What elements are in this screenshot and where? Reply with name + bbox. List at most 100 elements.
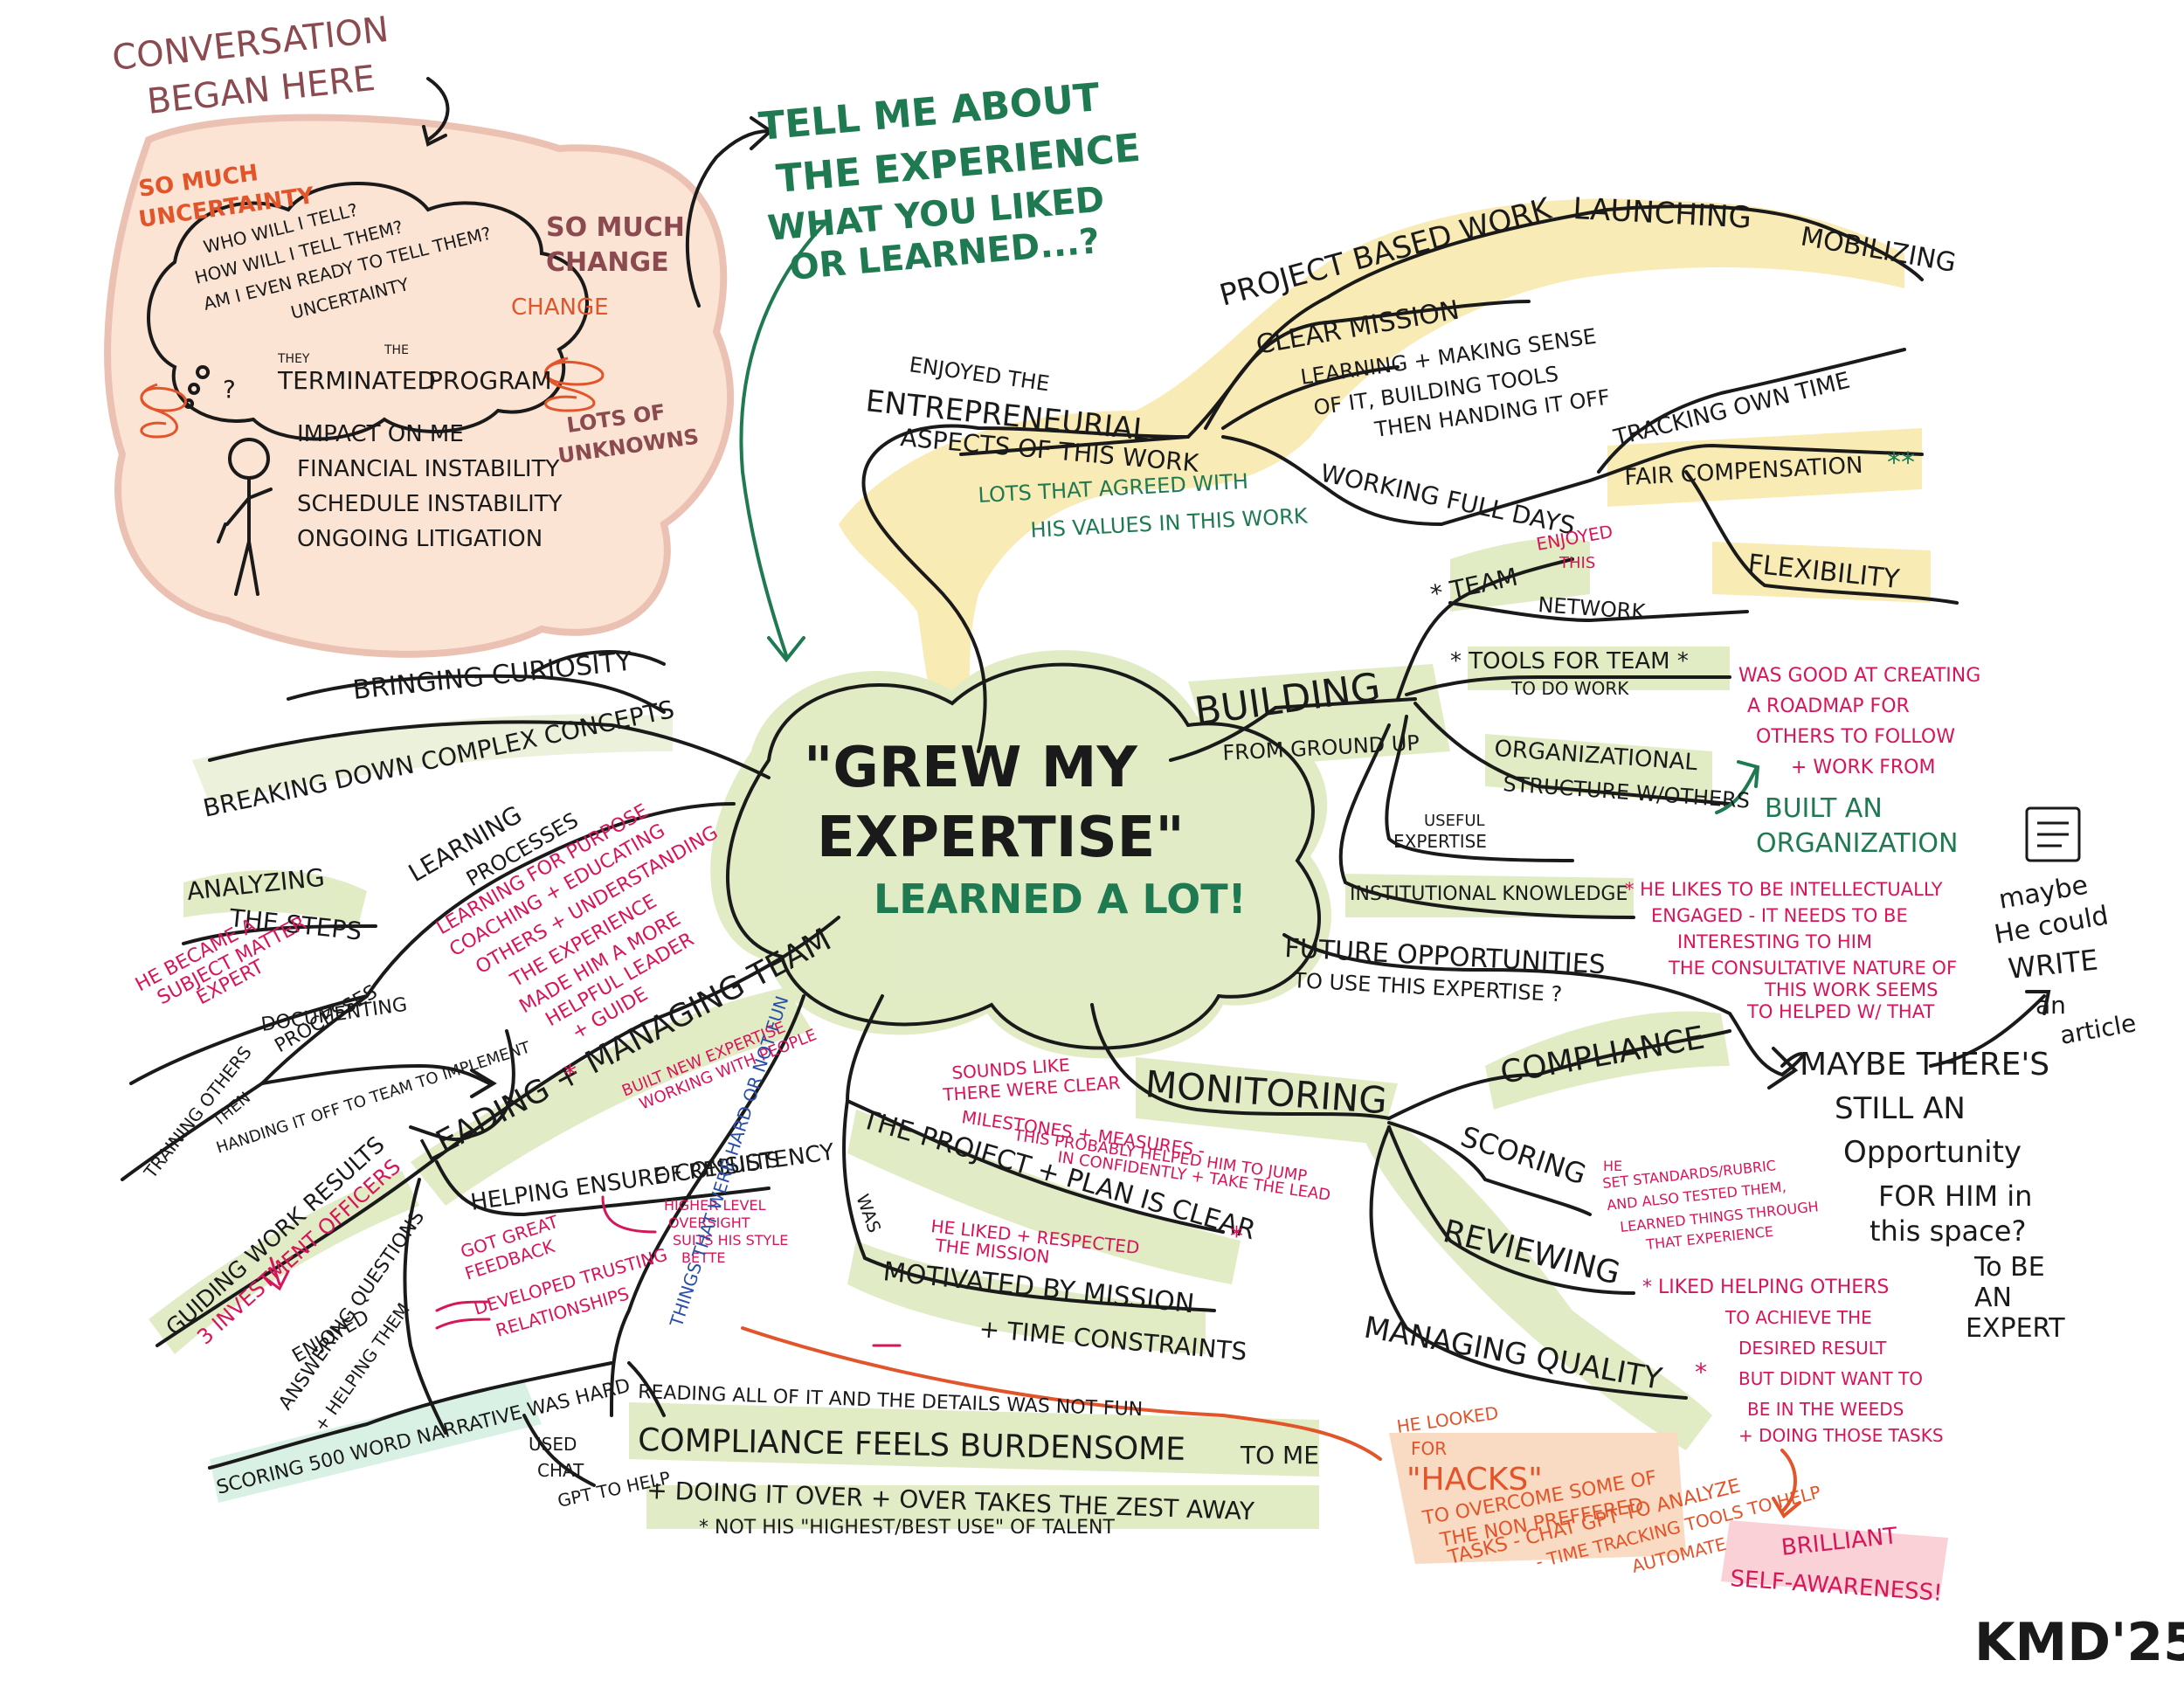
intellectual-6: TO HELPED W/ THAT <box>1746 1001 1934 1022</box>
line-working <box>1221 435 1924 527</box>
line-building-center <box>1169 697 1417 762</box>
leading-highlight <box>411 987 812 1206</box>
maybe-1: MAYBE THERE'S <box>1800 1047 2049 1083</box>
program-label: PROGRAM <box>428 366 552 395</box>
signature: KMD'25 <box>1974 1612 2184 1673</box>
the-label: THE <box>384 343 409 357</box>
intellectual-4: THE CONSULTATIVE NATURE OF <box>1668 958 1957 979</box>
liked-helping-3: DESIRED RESULT <box>1738 1338 1887 1359</box>
higher-2: OVERSIGHT <box>668 1214 750 1231</box>
line-learning-proc <box>129 802 736 1085</box>
terminated-label: TERMINATED <box>277 366 436 395</box>
arrow-future-head <box>1767 1047 1799 1090</box>
chat-2: CHAT <box>537 1460 584 1481</box>
roadmap-4: + WORK FROM <box>1791 757 1935 778</box>
maybe-3: Opportunity <box>1843 1135 2022 1170</box>
prompt-arrow <box>739 217 1760 814</box>
monitoring-text: MONITORING COMPLIANCE SCORING HE SET STA… <box>1144 1020 1943 1446</box>
project-star: * <box>1230 1221 1243 1252</box>
to-me: TO ME <box>1240 1441 1319 1470</box>
spiral-icon-left <box>140 383 187 439</box>
center-highlight <box>710 650 1331 1059</box>
article-5: article <box>2057 1008 2138 1050</box>
building-highlight <box>1188 664 1450 769</box>
hacks-highlight <box>1389 1433 1686 1564</box>
compliance-highlight <box>1485 1011 1730 1110</box>
liked-helping-4: BUT DIDNT WANT TO <box>1738 1368 1923 1389</box>
line-monitoring-center <box>1090 1003 1391 1120</box>
tools: * TOOLS FOR TEAM * <box>1450 648 1689 675</box>
impact-4: ONGOING LITIGATION <box>297 526 543 552</box>
analyzing-highlight <box>183 870 367 926</box>
line-useful <box>1385 715 1574 862</box>
stick-figure-body <box>217 476 273 596</box>
fair-comp-stars: ** <box>1887 446 1915 479</box>
line-team <box>1396 557 1574 701</box>
scoring-mon: SCORING <box>1457 1119 1591 1191</box>
prompt-arrow-up <box>685 129 771 308</box>
breaking-highlight <box>192 714 673 804</box>
line-scoring-hard <box>208 1361 613 1470</box>
monitoring-highlight <box>1136 1057 1712 1450</box>
impact-1: IMPACT ON ME <box>297 421 464 447</box>
leading-text: LEADING + MANAGING TEAM * BUILT NEW EXPE… <box>162 922 838 1435</box>
intro-began-arrow-head <box>422 125 447 147</box>
connector-layer <box>121 77 2051 1487</box>
hacks-connector <box>741 1326 1801 1519</box>
center-subtitle: LEARNED A LOT! <box>874 875 1247 923</box>
line-compliance-hard <box>627 1361 666 1417</box>
maybe-7: AN <box>1974 1283 2012 1313</box>
liked-helping-5: BE IN THE WEEDS <box>1747 1399 1904 1420</box>
liked-helping-6: + DOING THOSE TASKS <box>1738 1425 1944 1446</box>
line-org <box>1413 702 1731 806</box>
line-learning-tools <box>1221 365 1400 430</box>
prompt-text: TELL ME ABOUT THE EXPERIENCE WHAT YOU LI… <box>757 75 1143 288</box>
spiral-icon-right <box>544 356 605 412</box>
chat-1: USED <box>529 1434 577 1455</box>
enjoyed-this-2: THIS <box>1559 554 1595 572</box>
line-network <box>1448 601 1749 623</box>
maybe-4: FOR HIM in <box>1878 1180 2032 1213</box>
impact-3: SCHEDULE INSTABILITY <box>297 491 563 517</box>
higher-1: HIGHER LEVEL <box>664 1197 766 1214</box>
line-reviewing <box>1387 1125 1635 1295</box>
project-highlight <box>847 1110 1241 1354</box>
brilliant-highlight <box>1721 1520 1948 1599</box>
to-do-work: TO DO WORK <box>1510 678 1629 699</box>
maybe-2: STILL AN <box>1835 1091 1966 1126</box>
line-enjoyed-answering <box>403 1178 447 1435</box>
line-analyzing <box>182 924 377 945</box>
center-title-1: "GREW MY <box>804 736 1137 800</box>
document-icon <box>2025 806 2081 862</box>
institutional: INSTITUTIONAL KNOWLEDGE <box>1350 883 1628 905</box>
spiral-icons <box>140 356 605 439</box>
question-mark: ? <box>223 375 236 404</box>
managing-star: * <box>1695 1358 1707 1387</box>
roadmap-1: WAS GOOD AT CREATING <box>1738 665 1980 687</box>
built-org-2: ORGANIZATION <box>1756 828 1959 859</box>
line-scoring <box>1387 1121 1592 1216</box>
line-project <box>845 994 1225 1234</box>
maybe-8: EXPERT <box>1966 1313 2065 1344</box>
center-title-2: EXPERTISE" <box>817 806 1185 870</box>
line-future <box>1282 933 1784 1076</box>
built-org-1: BUILT AN <box>1765 793 1883 824</box>
line-bringing <box>287 674 666 714</box>
intellectual-1: * HE LIKES TO BE INTELLECTUALLY <box>1625 879 1943 900</box>
intellectual-2: ENGAGED - IT NEEDS TO BE <box>1651 905 1908 926</box>
higher-3: SUITS HIS STYLE <box>673 1232 788 1249</box>
useful: USEFUL <box>1424 812 1485 830</box>
line-tools <box>1405 675 1731 696</box>
was-label: WAS <box>852 1192 885 1236</box>
line-article <box>1929 994 2046 1068</box>
article-4: an <box>2035 991 2066 1020</box>
looked-1: HE LOOKED <box>1395 1402 1499 1437</box>
line-compliance <box>1387 1029 1731 1120</box>
prompt-arrow-up-head <box>750 116 774 150</box>
line-entre-main <box>959 204 1924 456</box>
intellectual-3: INTERESTING TO HIM <box>1677 931 1872 952</box>
liked-helping-2: TO ACHIEVE THE <box>1724 1307 1872 1328</box>
impact-2: FINANCIAL INSTABILITY <box>297 456 559 482</box>
line-tracking <box>1597 348 1906 474</box>
flexibility-highlight <box>1712 542 1931 603</box>
